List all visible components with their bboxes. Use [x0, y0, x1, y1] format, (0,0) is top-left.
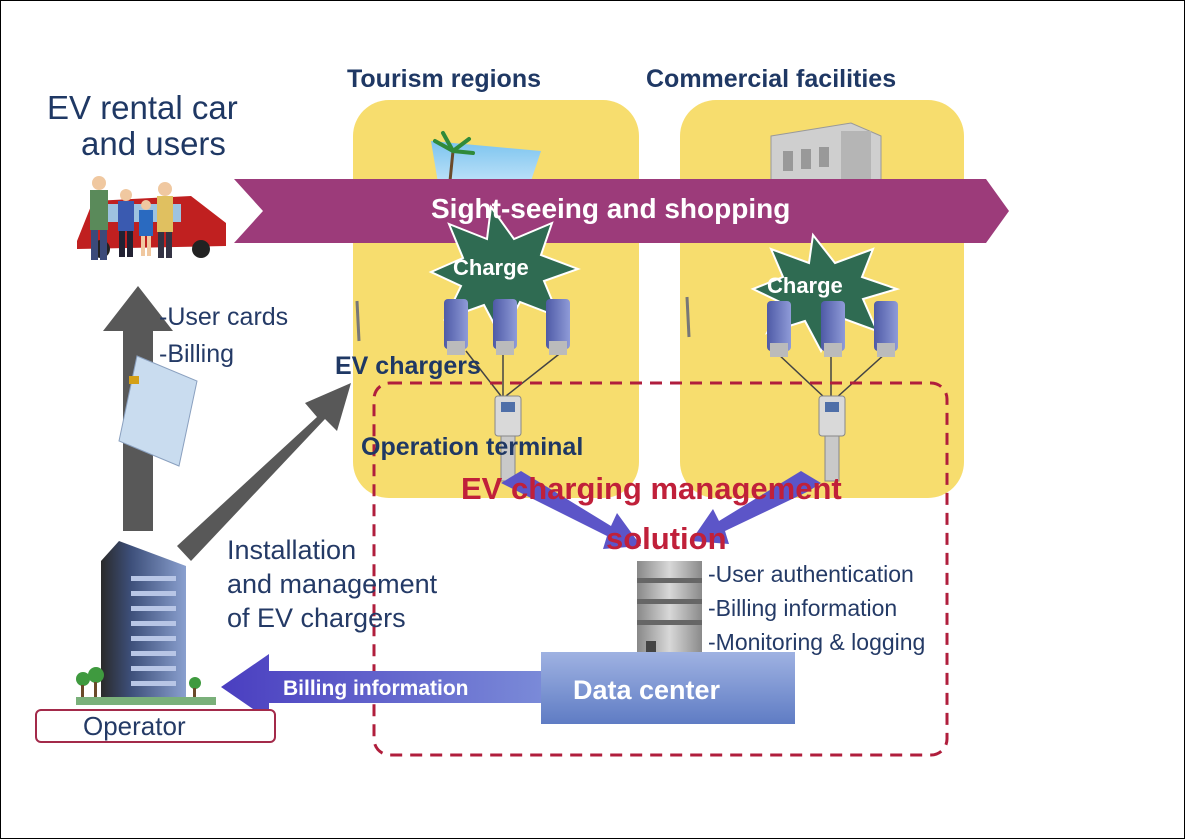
installation-line2: and management — [227, 569, 438, 599]
mall-illustration — [770, 122, 882, 195]
operator-to-chargers-arrow — [177, 383, 351, 561]
ev-charger-group-commercial — [685, 296, 898, 400]
operator-label: Operator — [83, 711, 186, 741]
operation-terminal-label: Operation terminal — [361, 433, 584, 461]
operation-terminal-tourism — [494, 395, 522, 482]
datacenter-feature-monitoring: -Monitoring & logging — [708, 629, 926, 655]
installation-line1: Installation — [227, 535, 357, 565]
billing-information-arrow — [221, 654, 541, 720]
users-and-car-illustration — [77, 176, 226, 260]
datacenter-feature-authentication: -User authentication — [708, 561, 914, 587]
solution-title-line1: EV charging management — [461, 471, 842, 506]
commercial-facilities-label: Commercial facilities — [646, 65, 897, 93]
ev-chargers-label: EV chargers — [335, 352, 481, 380]
datacenter-feature-billing: -Billing information — [708, 595, 898, 621]
ev-charger-group-tourism — [355, 299, 570, 397]
sightseeing-banner-arrow — [234, 179, 1009, 243]
charge-label-left: Charge — [453, 255, 529, 280]
charge-label-right: Charge — [767, 273, 843, 298]
installation-line3: of EV chargers — [227, 603, 406, 633]
operator-label-box — [35, 709, 276, 743]
operation-terminal-commercial — [818, 395, 846, 482]
solution-boundary — [372, 381, 949, 757]
sightseeing-banner-label: Sight-seeing and shopping — [431, 193, 791, 224]
tourism-regions-label: Tourism regions — [347, 65, 542, 93]
operator-building-icon — [76, 541, 216, 705]
ev-rental-title-line2: and users — [81, 125, 226, 162]
terminal-to-server-arrow-right — [691, 471, 821, 544]
server-icon — [637, 561, 702, 656]
billing-item: -Billing — [159, 340, 235, 368]
user-cards-item: -User cards — [159, 303, 289, 331]
solution-title-line2: solution — [606, 521, 727, 556]
terminal-to-server-arrow-left — [501, 471, 641, 549]
data-center-label: Data center — [573, 675, 721, 705]
billing-information-label: Billing information — [283, 677, 469, 700]
data-center-box — [541, 652, 795, 724]
user-card-icon — [118, 355, 198, 467]
ev-rental-title-line1: EV rental car — [47, 89, 238, 126]
